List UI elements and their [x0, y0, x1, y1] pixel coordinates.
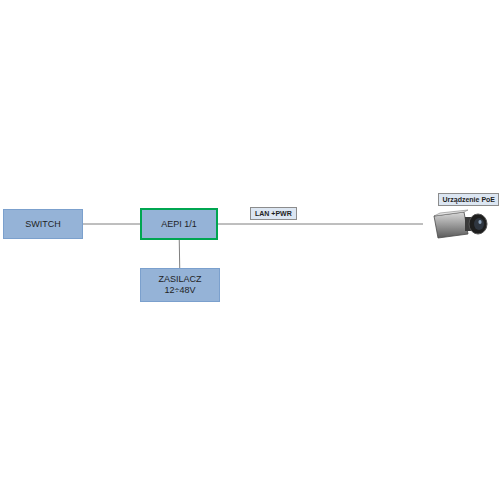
camera-lens — [469, 214, 487, 234]
camera-top — [434, 210, 468, 216]
edge-label: LAN +PWR — [250, 207, 297, 220]
camera-glass — [474, 218, 484, 230]
camera-body — [434, 212, 468, 238]
power-supply-box: ZASILACZ 12÷48V — [140, 268, 220, 302]
node-text: AEPI 1/1 — [161, 219, 197, 230]
injector-box: AEPI 1/1 — [140, 208, 218, 240]
connector-line — [83, 224, 140, 225]
camera-illustration — [428, 208, 492, 244]
node-text: SWITCH — [25, 219, 61, 230]
connector-line — [218, 224, 423, 225]
connector-line — [179, 240, 180, 268]
poe-device: Urządzenie PoE — [423, 193, 499, 255]
lens-glint — [478, 220, 481, 224]
switch-box: SWITCH — [3, 209, 83, 239]
node-text: Urządzenie PoE — [438, 193, 499, 206]
node-text: ZASILACZ 12÷48V — [152, 274, 208, 296]
